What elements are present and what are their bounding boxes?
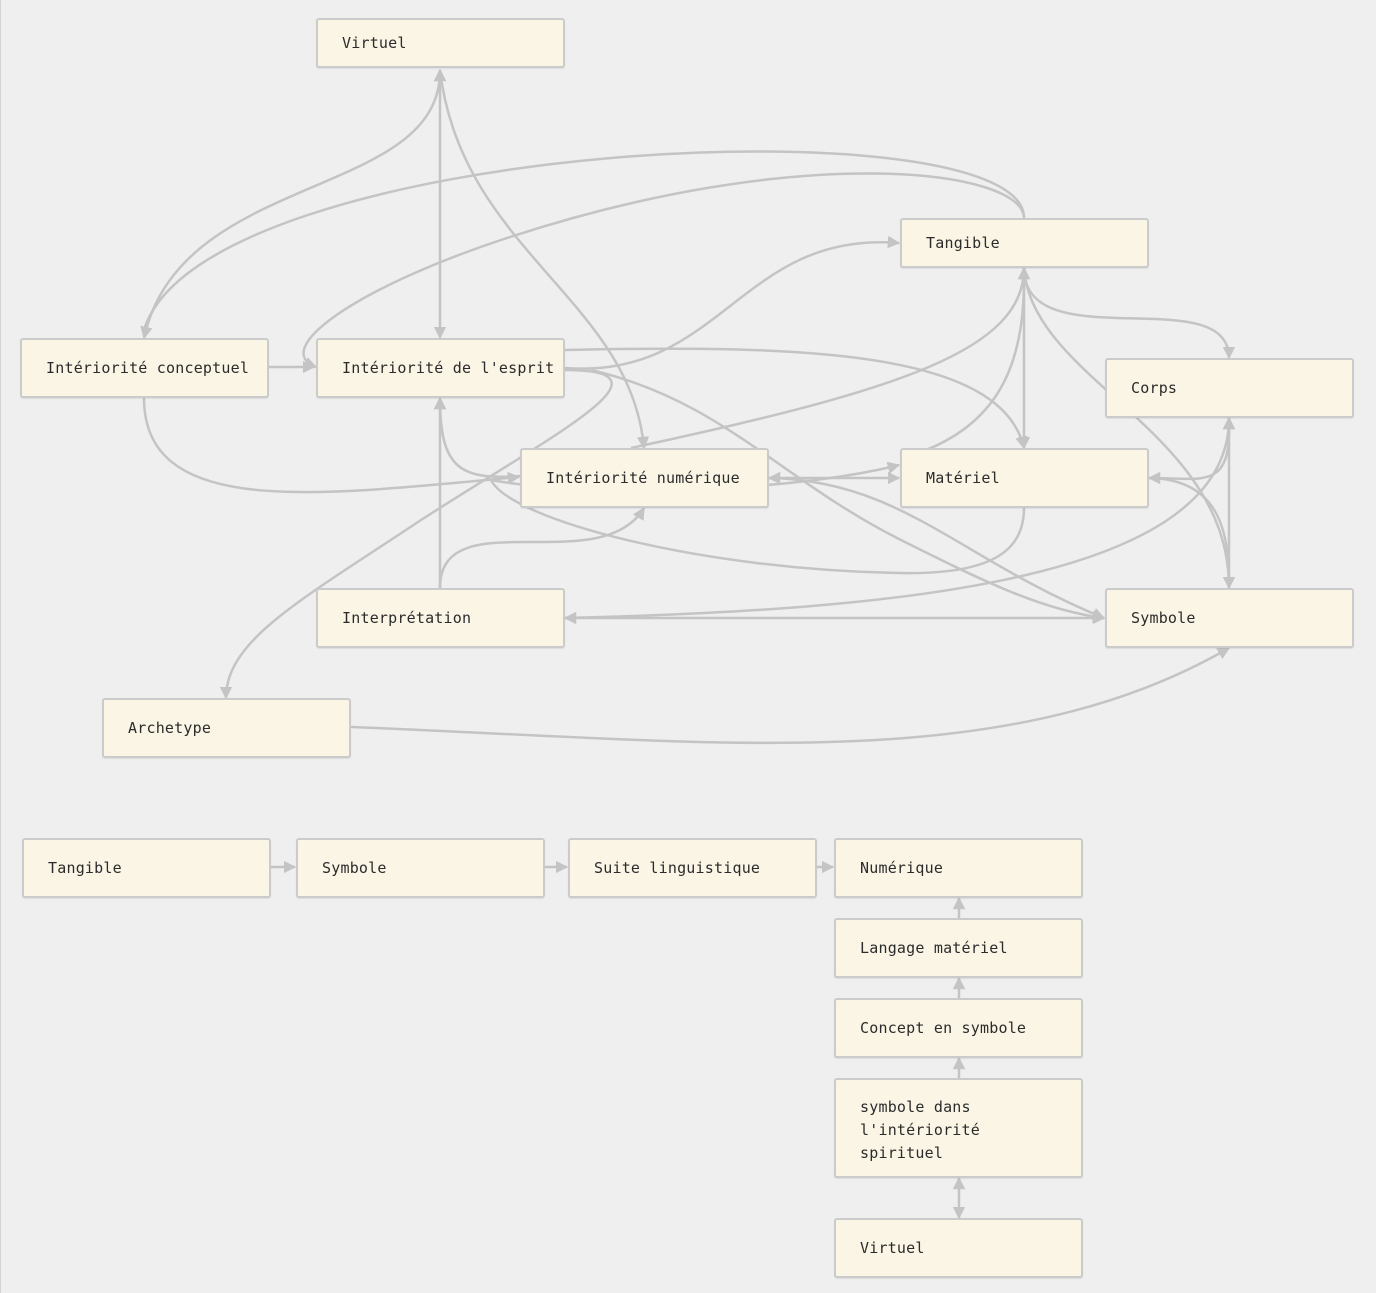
node-interpretation[interactable]: Interprétation: [316, 588, 565, 648]
edge-tangible-int-esprit[interactable]: [302, 172, 1026, 369]
node-label: Virtuel: [860, 1239, 925, 1257]
node-symbole-interiorite-spirituel[interactable]: symbole dans l'intériorité spirituel: [834, 1078, 1083, 1178]
node-interiorite-esprit[interactable]: Intériorité de l'esprit: [316, 338, 565, 398]
edge-corps-materiel[interactable]: [1147, 429, 1231, 485]
node-label: Symbole: [322, 859, 387, 877]
edge-tangible-int-conceptuel[interactable]: [142, 150, 1026, 331]
node-symbole[interactable]: Symbole: [1105, 588, 1354, 648]
edge-int-numerique-tangible[interactable]: [630, 266, 1031, 450]
node-symbole-2[interactable]: Symbole: [296, 838, 545, 898]
node-tangible[interactable]: Tangible: [900, 218, 1149, 268]
node-materiel[interactable]: Matériel: [900, 448, 1149, 508]
node-tangible-2[interactable]: Tangible: [22, 838, 271, 898]
node-label: Symbole: [1131, 609, 1196, 627]
edge-interpretation-corps[interactable]: [564, 416, 1236, 620]
edge-archetype-symbole[interactable]: [350, 646, 1231, 745]
edge-interpretation-int-numerique[interactable]: [438, 506, 646, 589]
node-label: Concept en symbole: [860, 1019, 1027, 1037]
edge-virtuel-int-numerique[interactable]: [438, 69, 650, 450]
node-label: symbole dans l'intériorité spirituel: [860, 1098, 990, 1162]
edge-int-esprit-archetype[interactable]: [219, 368, 613, 700]
edge-int-esprit-symbole[interactable]: [590, 368, 1106, 623]
node-label: Intériorité numérique: [546, 469, 740, 487]
node-label: Virtuel: [342, 34, 407, 52]
edge-corps-symbole-curve[interactable]: [1150, 476, 1231, 581]
edge-int-esprit-tangible[interactable]: [564, 235, 901, 370]
node-corps[interactable]: Corps: [1105, 358, 1354, 418]
node-label: Corps: [1131, 379, 1178, 397]
node-label: Numérique: [860, 859, 944, 877]
edge-tangible-corps[interactable]: [1022, 267, 1236, 360]
edge-int-numerique-symbole[interactable]: [768, 476, 1106, 620]
node-concept-en-symbole[interactable]: Concept en symbole: [834, 998, 1083, 1058]
node-label: Tangible: [48, 859, 122, 877]
node-label: Interprétation: [342, 609, 472, 627]
node-label: Matériel: [926, 469, 1000, 487]
edge-int-conceptuel-int-numerique[interactable]: [142, 397, 521, 494]
node-virtuel-2[interactable]: Virtuel: [834, 1218, 1083, 1278]
node-label: Suite linguistique: [594, 859, 761, 877]
node-virtuel[interactable]: Virtuel: [316, 18, 565, 68]
node-langage-materiel[interactable]: Langage matériel: [834, 918, 1083, 978]
node-interiorite-conceptuel[interactable]: Intériorité conceptuel: [20, 338, 269, 398]
node-label: Intériorité conceptuel: [46, 359, 250, 377]
node-interiorite-numerique[interactable]: Intériorité numérique: [520, 448, 769, 508]
edge-int-esprit-materiel[interactable]: [564, 347, 1028, 450]
node-label: Intériorité de l'esprit: [342, 359, 555, 377]
node-archetype[interactable]: Archetype: [102, 698, 351, 758]
node-label: Archetype: [128, 719, 212, 737]
node-suite-linguistique[interactable]: Suite linguistique: [568, 838, 817, 898]
node-label: Langage matériel: [860, 939, 1008, 957]
edge-tangible-symbole[interactable]: [1022, 267, 1236, 590]
node-label: Tangible: [926, 234, 1000, 252]
edge-virtuel-int-conceptuel[interactable]: [140, 68, 447, 340]
node-numerique[interactable]: Numérique: [834, 838, 1083, 898]
edge-materiel-tangible[interactable]: [925, 279, 1026, 452]
